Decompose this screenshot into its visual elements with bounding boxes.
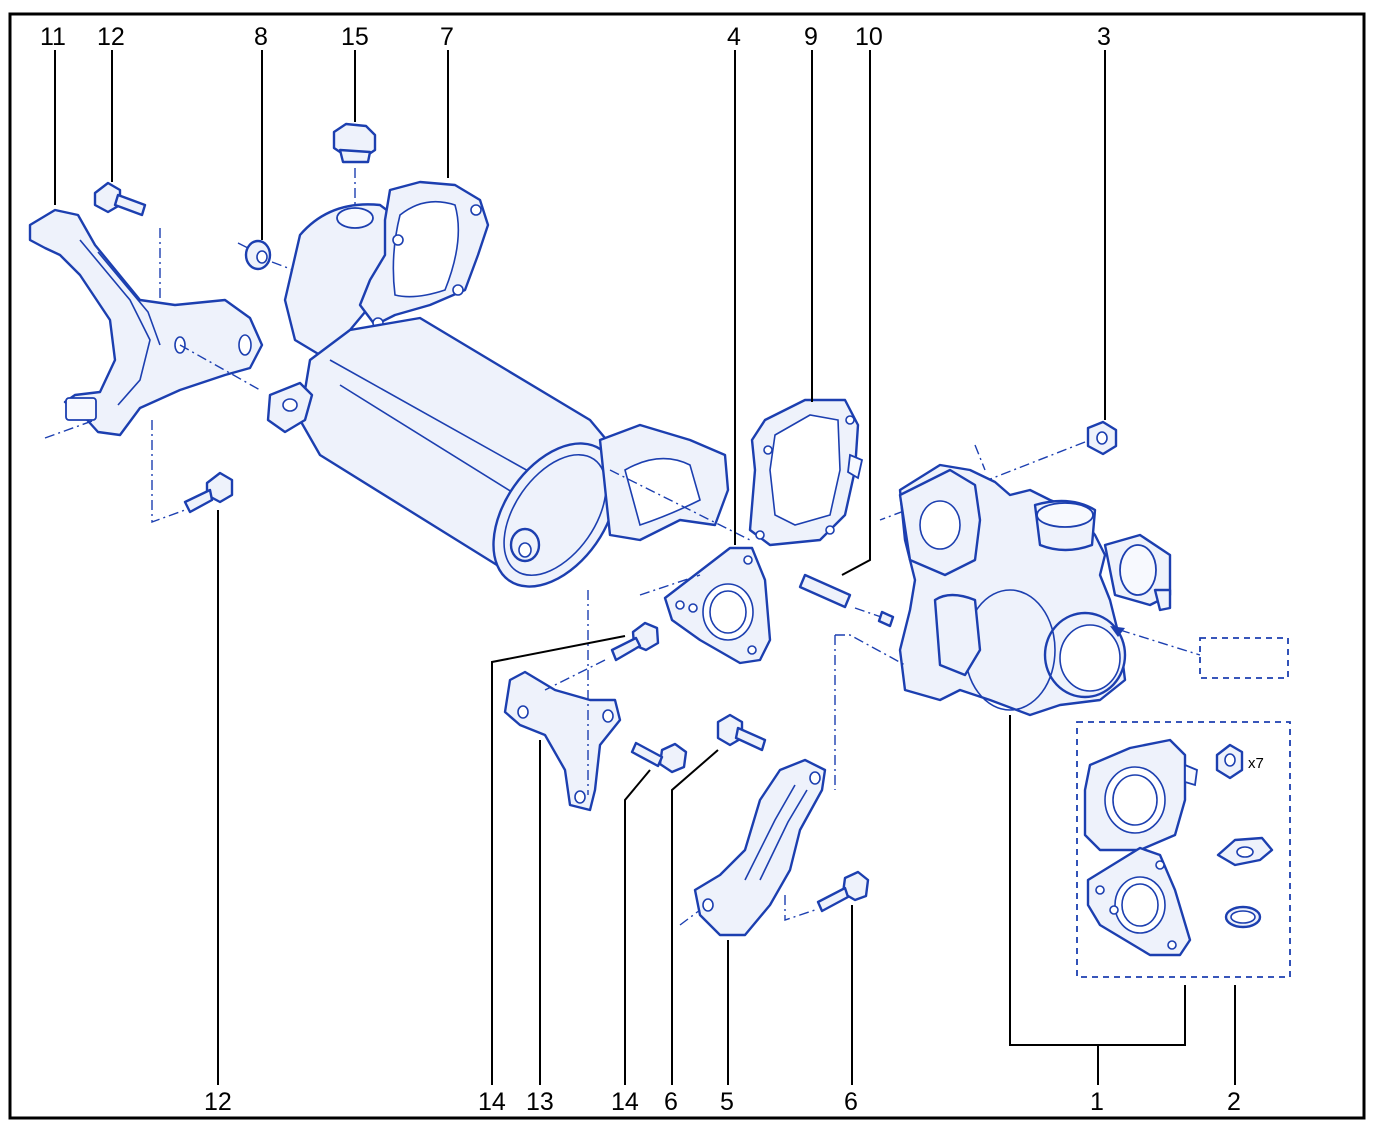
bracket-13 [503,590,622,812]
callout-2: 2 [1227,1088,1241,1116]
callout-14-right: 14 [611,1088,639,1116]
gasket-kit-2 [1076,721,1291,978]
callout-11: 11 [40,23,66,51]
callout-10: 10 [855,23,883,51]
bracket-5 [679,758,827,937]
callout-15: 15 [341,23,369,51]
callout-8: 8 [254,23,268,51]
catalytic-converter [179,180,751,588]
callout-14-left: 14 [478,1088,506,1116]
callout-12-top: 12 [97,23,125,51]
nut-8 [237,239,361,296]
bolt-6-upper [716,713,767,752]
bolt-14-lower [630,741,688,774]
bolt-12-upper [93,181,161,300]
bolt-6-lower [784,870,870,921]
callout-6-left: 6 [664,1088,678,1116]
support-bracket-11 [28,208,264,439]
stud-10 [798,573,895,628]
gasket-4 [639,546,772,665]
callout-12-bottom: 12 [204,1088,232,1116]
gasket-9 [748,398,864,547]
callout-9: 9 [804,23,818,51]
callout-4: 4 [727,23,741,51]
callout-6-right: 6 [844,1088,858,1116]
callout-5: 5 [720,1088,734,1116]
turbocharger-1 [834,444,1289,790]
bolt-14-upper [544,621,660,691]
callout-1: 1 [1090,1088,1104,1116]
diagram-border [8,12,1366,1120]
plug-15 [332,122,377,205]
leader-lines [54,50,1236,1085]
callout-7: 7 [440,23,454,51]
callout-3: 3 [1097,23,1111,51]
bolt-12-lower [151,420,234,523]
callout-13: 13 [526,1088,554,1116]
kit-quantity-label: x7 [1248,755,1264,772]
